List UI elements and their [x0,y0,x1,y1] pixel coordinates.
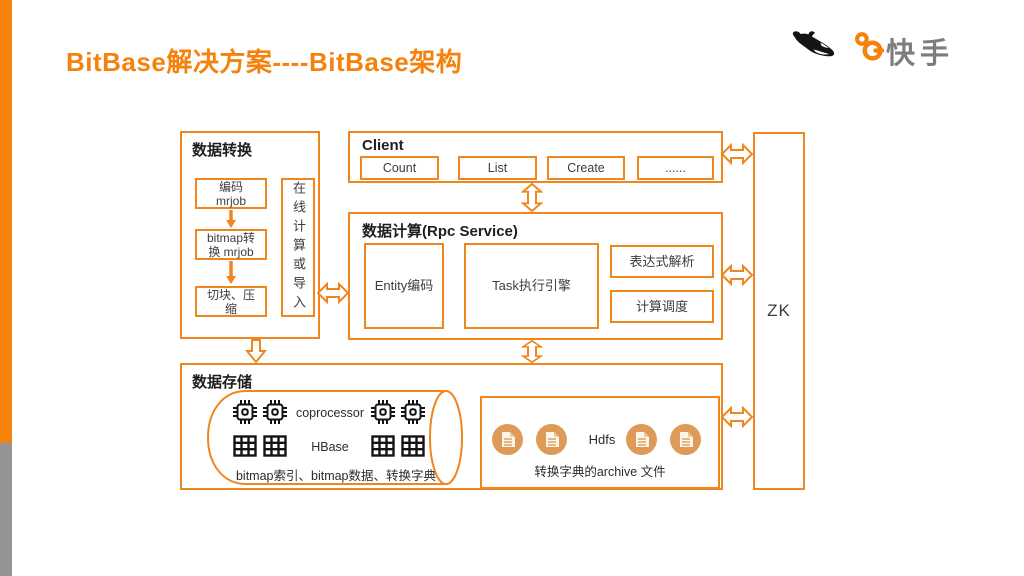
page-title: BitBase解决方案----BitBase架构 [66,47,463,77]
transform-title: 数据转换 [192,142,253,159]
hdfs-caption: 转换字典的archive 文件 [534,465,666,479]
client-item-more: ...... [637,156,714,180]
compute-box: 数据计算(Rpc Service) Entity编码 Task执行引擎 表达式解… [348,212,723,340]
left-gray-bar [0,443,12,576]
transform-step-bitmap: bitmap转换 mrjob [195,229,267,260]
cpu-chip-icon [371,400,395,424]
brand-name: 快手 [886,38,955,70]
storage-title: 数据存储 [192,374,253,391]
arrow-down-icon [225,261,237,285]
arrow-down-hollow-icon [245,339,267,363]
document-circle-icon [492,424,523,455]
left-accent-bar [0,0,12,443]
document-circle-icon [670,424,701,455]
double-arrow-horizontal-icon [721,143,753,165]
compute-title: 数据计算(Rpc Service) [362,223,518,240]
hbase-label: HBase [311,440,349,454]
hdfs-box: Hdfs 转换字典的archive 文件 [480,396,720,489]
double-arrow-horizontal-icon [317,282,349,304]
cpu-chip-icon [401,400,425,424]
hbase-cylinder [200,389,472,486]
zk-box: ZK [753,132,805,490]
table-grid-icon [401,434,425,458]
table-grid-icon [371,434,395,458]
table-grid-icon [263,434,287,458]
double-arrow-horizontal-icon [721,264,753,286]
storage-box: 数据存储 coprocessor [180,363,723,490]
double-arrow-vertical-icon [521,183,543,212]
hdfs-label: Hdfs [588,432,616,447]
compute-task-box: Task执行引擎 [464,243,599,329]
double-arrow-horizontal-icon [721,406,753,428]
client-item-count: Count [360,156,439,180]
document-circle-icon [536,424,567,455]
transform-step-chunk: 切块、压缩 [195,286,267,317]
transform-box: 数据转换 编码 mrjob bitmap转换 mrjob 切块、压缩 在线计算或… [180,131,320,339]
double-arrow-vertical-icon [521,340,543,363]
client-title: Client [362,137,404,154]
hbase-caption: bitmap索引、bitmap数据、转换字典 [235,469,437,483]
document-circle-icon [626,424,657,455]
orca-logo-icon [791,30,838,62]
transform-side-note: 在线计算或导入 [281,178,315,317]
arrow-down-icon [225,210,237,229]
coprocessor-label: coprocessor [295,406,365,420]
client-item-create: Create [547,156,625,180]
cpu-chip-icon [263,400,287,424]
compute-scheduler-box: 计算调度 [610,290,714,323]
cpu-chip-icon [233,400,257,424]
transform-step-encode: 编码 mrjob [195,178,267,209]
client-box: Client Count List Create ...... [348,131,723,183]
table-grid-icon [233,434,257,458]
client-item-list: List [458,156,537,180]
kuaishou-logo-icon [853,31,885,63]
compute-entity-box: Entity编码 [364,243,444,329]
compute-expression-box: 表达式解析 [610,245,714,278]
